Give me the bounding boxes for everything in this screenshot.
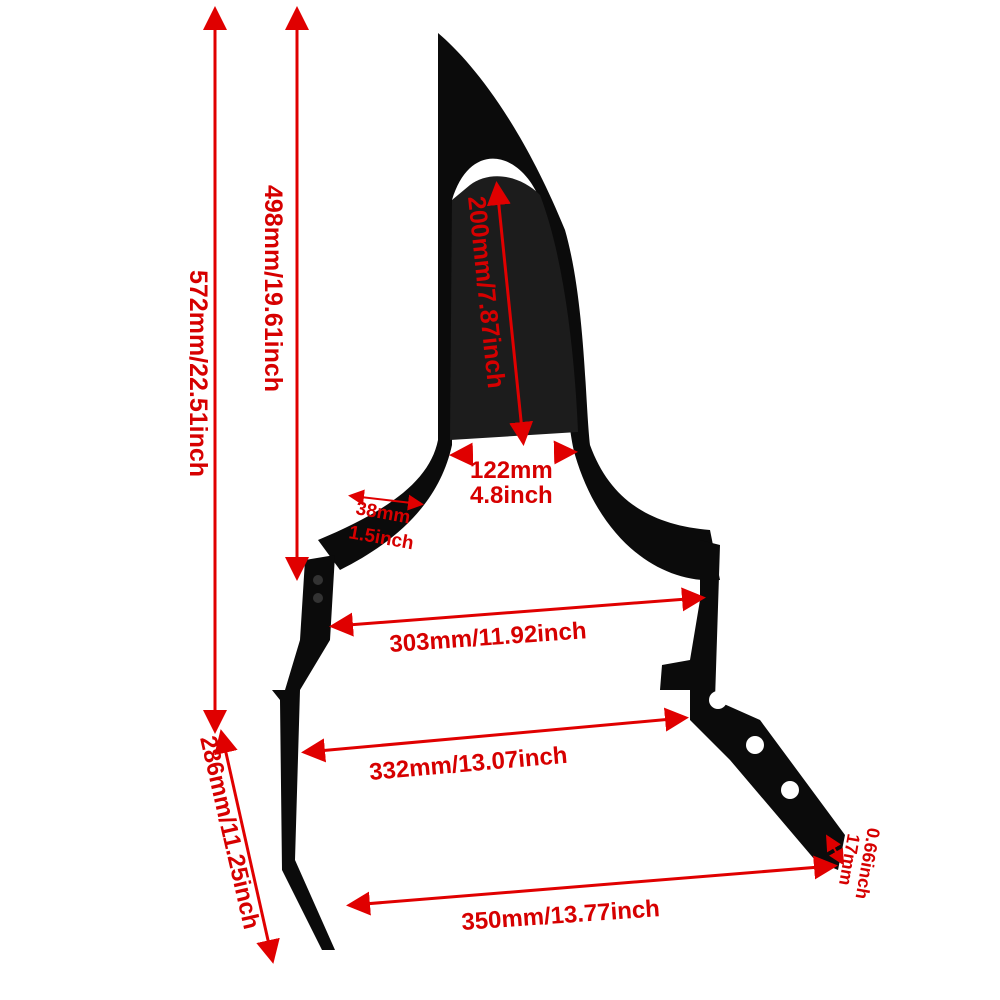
- label-bottom-width: 350mm/13.77inch: [461, 895, 661, 936]
- arrow-pad-width: [449, 440, 578, 467]
- left-side-plate: [272, 555, 335, 950]
- arrow-middle-width: [301, 707, 689, 763]
- arrow-upper-width: [329, 587, 706, 637]
- label-middle-width: 332mm/13.07inch: [368, 742, 568, 786]
- arrow-bottom-width: [346, 855, 838, 916]
- arrow-pad-height: [486, 181, 534, 446]
- label-total-height: 572mm/22.51inch: [184, 270, 212, 477]
- label-pad-width-mm: 122mm: [470, 457, 553, 484]
- label-upper-width: 303mm/11.92inch: [389, 617, 588, 658]
- dimension-arrows: [203, 6, 845, 964]
- arrow-plate-height: [214, 729, 280, 964]
- arrow-tube-diameter: [348, 489, 424, 511]
- sissy-bar-product: [272, 33, 845, 950]
- label-upright-height: 498mm/19.61inch: [259, 185, 287, 392]
- arrow-slot-width: [825, 834, 845, 866]
- label-pad-width-in: 4.8inch: [470, 482, 553, 509]
- right-side-plate: [660, 540, 845, 870]
- upright-bar: [318, 33, 720, 581]
